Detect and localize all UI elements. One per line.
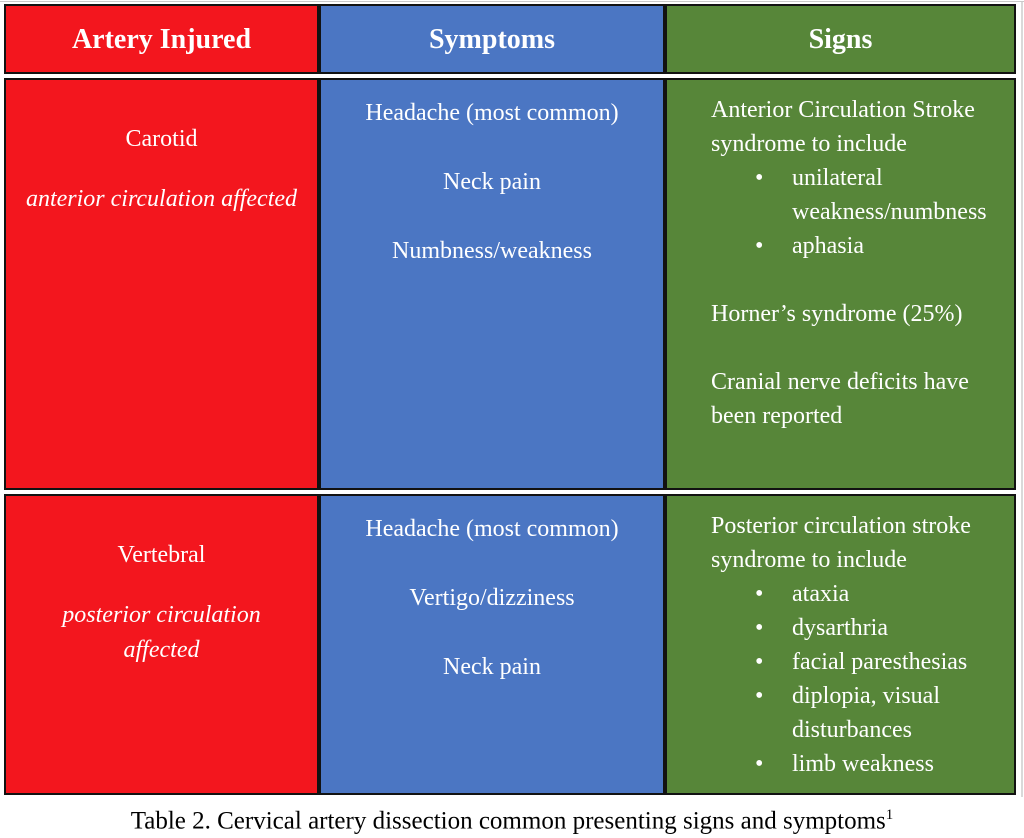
artery-note: posterior circulation affected: [62, 602, 261, 663]
header-label: Symptoms: [428, 23, 555, 55]
signs-bullet-item: dysarthria: [755, 611, 1006, 645]
page-right-edge: [1021, 2, 1023, 797]
header-symptoms: Symptoms: [319, 4, 665, 74]
signs-intro: Anterior Circulation Stroke syndrome to …: [711, 97, 975, 157]
symptom-item: Vertigo/dizziness: [409, 585, 575, 611]
signs-bullet-item: unilateral weakness/numbness: [755, 161, 1006, 229]
signs-bullet-item: aphasia: [755, 229, 1006, 263]
header-label: Signs: [808, 23, 873, 55]
symptom-item: Neck pain: [443, 169, 541, 195]
signs-intro: Posterior circulation stroke syndrome to…: [711, 513, 971, 573]
signs-bullet-item: limb weakness: [755, 747, 1006, 781]
signs-bullet-list: unilateral weakness/numbness aphasia: [711, 161, 1006, 263]
signs-bullet-item: facial paresthesias: [755, 645, 1006, 679]
cell-vertebral-symptoms: Headache (most common) Vertigo/dizziness…: [319, 494, 665, 795]
cell-carotid-signs: Anterior Circulation Stroke syndrome to …: [665, 78, 1016, 490]
signs-symptoms-table: Artery Injured Symptoms Signs Carotid an…: [4, 4, 1016, 795]
signs-bullet-item: ataxia: [755, 577, 1006, 611]
caption-text: Table 2. Cervical artery dissection comm…: [130, 807, 886, 835]
symptom-item: Headache (most common): [365, 100, 619, 126]
cell-carotid-artery: Carotid anterior circulation affected: [4, 78, 319, 490]
artery-name: Vertebral: [117, 542, 206, 568]
header-signs: Signs: [665, 4, 1016, 74]
signs-bullet-list: ataxia dysarthria facial paresthesias di…: [711, 577, 1006, 781]
signs-bullet-item: diplopia, visual disturbances: [755, 679, 1006, 747]
symptom-item: Headache (most common): [365, 516, 619, 542]
signs-extra-item: Horner’s syndrome (25%): [711, 301, 963, 327]
header-label: Artery Injured: [71, 23, 252, 55]
cell-vertebral-signs: Posterior circulation stroke syndrome to…: [665, 494, 1016, 795]
cell-carotid-symptoms: Headache (most common) Neck pain Numbnes…: [319, 78, 665, 490]
artery-name: Carotid: [125, 126, 198, 152]
table-caption: Table 2. Cervical artery dissection comm…: [0, 800, 1024, 836]
artery-note: anterior circulation affected: [25, 186, 298, 212]
cell-vertebral-artery: Vertebral posterior circulation affected: [4, 494, 319, 795]
citation-superscript: 1: [885, 807, 894, 823]
page-top-edge: [0, 1, 1024, 2]
symptom-item: Numbness/weakness: [392, 238, 592, 264]
signs-extra-item: Cranial nerve deficits have been reporte…: [711, 369, 969, 429]
symptom-item: Neck pain: [443, 654, 541, 680]
header-artery-injured: Artery Injured: [4, 4, 319, 74]
